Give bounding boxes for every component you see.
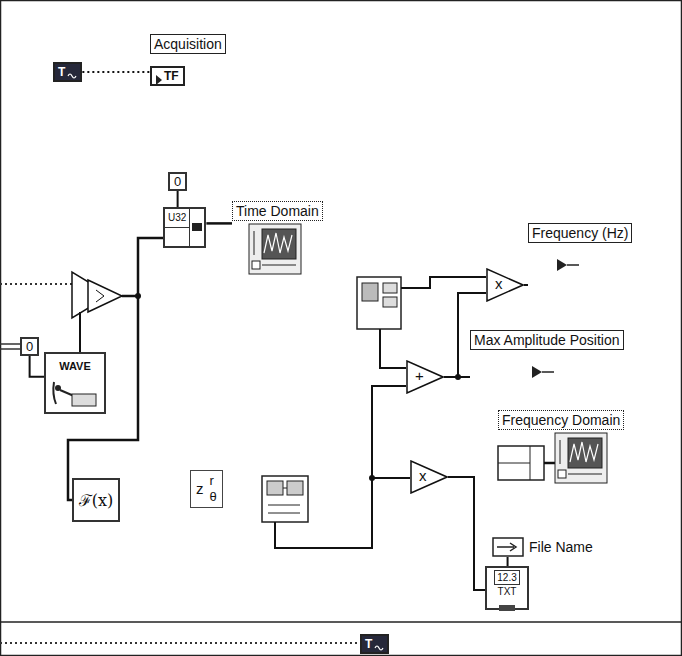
data-wire <box>82 71 150 73</box>
graph-icon <box>554 432 608 484</box>
data-wire <box>507 557 509 566</box>
constant-glyph <box>67 67 77 77</box>
data-wire <box>444 376 470 378</box>
terminal-label: Acquisition <box>150 34 226 54</box>
vi-name: WAVE <box>59 360 91 372</box>
vi-icon <box>46 374 100 412</box>
indicator-terminal <box>530 364 556 380</box>
graph-indicator: Time Domain <box>232 201 323 275</box>
constant-value: 0 <box>174 174 181 189</box>
bundle-cells: U32 <box>165 209 190 246</box>
constant-value: T <box>58 65 65 79</box>
control-terminal: AcquisitionTF <box>150 34 226 86</box>
graph-icon <box>248 223 302 275</box>
graph-label: Frequency Domain <box>498 410 624 430</box>
function-outline <box>486 268 524 302</box>
constant-value: 0 <box>26 339 33 354</box>
numeric-indicator: Max Amplitude Position <box>470 330 624 380</box>
operator-symbol: x <box>419 467 427 485</box>
indicator-label: Frequency (Hz) <box>528 223 632 243</box>
data-wire <box>206 222 232 225</box>
data-wire <box>177 191 179 207</box>
path-icon <box>492 537 524 557</box>
data-wire <box>524 284 528 286</box>
file-type: TXT <box>498 585 517 598</box>
indicator-label-row: Max Amplitude Position <box>470 330 624 350</box>
graph-label-row: Time Domain <box>232 201 323 221</box>
function-symbol: ℱ(x) <box>79 489 114 511</box>
terminal-box: TF <box>150 66 185 86</box>
numeric-constant: 0 <box>168 172 187 191</box>
indicator-label-row: Frequency (Hz) <box>528 223 632 243</box>
function-outline <box>410 460 448 494</box>
constant-glyph <box>374 639 384 649</box>
graph-indicator: Frequency Domain <box>498 410 624 484</box>
control-label: File Name <box>526 538 596 556</box>
constant-value: T <box>365 637 372 651</box>
complex-to-polar: zrθ <box>190 470 223 508</box>
function-outline <box>406 360 444 394</box>
output-symbol: r <box>210 473 217 489</box>
arithmetic-function: x <box>410 460 448 494</box>
bundle-node: U32 <box>163 207 206 248</box>
output-symbol: θ <box>210 489 217 505</box>
boolean-constant: T <box>360 634 389 654</box>
path-control: File Name <box>492 537 596 557</box>
terminal-type: TF <box>164 69 179 83</box>
terminal-label-row: Acquisition <box>150 34 226 54</box>
data-wire <box>30 356 44 377</box>
sound-read-vi: WAVE <box>44 352 106 414</box>
bundle-cell <box>165 228 189 246</box>
input-symbol: z <box>196 481 204 497</box>
indicator-terminal <box>555 257 581 273</box>
disk-icon <box>496 598 518 606</box>
indicator-label: Max Amplitude Position <box>470 330 624 350</box>
terminal-arrow <box>156 71 162 81</box>
operator-symbol: + <box>415 367 424 385</box>
numeric-indicator: Frequency (Hz) <box>528 223 632 273</box>
arithmetic-function: + <box>406 360 444 394</box>
numeric-constant: 0 <box>20 337 39 356</box>
data-type: U32 <box>168 212 186 223</box>
operator-symbol: x <box>495 275 503 293</box>
format-string: 12.3 <box>494 570 519 585</box>
bundle-output <box>190 209 204 246</box>
bundle-cell: U32 <box>165 209 189 228</box>
graph-label: Time Domain <box>232 201 323 221</box>
boolean-constant: T <box>53 62 82 82</box>
graph-label-row: Frequency Domain <box>498 410 624 430</box>
write-spreadsheet-vi: 12.3TXT <box>485 566 529 610</box>
arithmetic-function: x <box>486 268 524 302</box>
fft-function: ℱ(x) <box>72 478 120 522</box>
